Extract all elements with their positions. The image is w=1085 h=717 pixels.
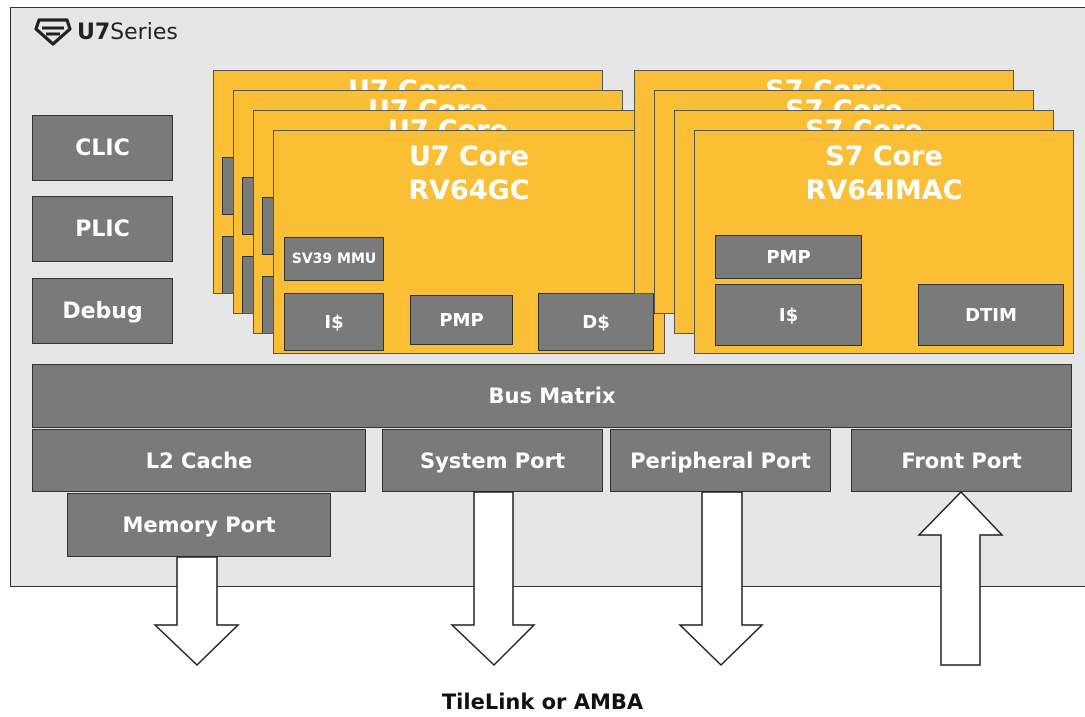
s7-core-title: S7 Core	[825, 141, 943, 172]
plic-block: PLIC	[32, 196, 173, 262]
l2-cache-block: L2 Cache	[32, 429, 366, 492]
front-port-up-arrow-icon	[917, 490, 1004, 666]
u7-core: U7 Core RV64GC SV39 MMU I$ PMP D$	[273, 130, 665, 354]
bus-matrix: Bus Matrix	[32, 364, 1072, 428]
sifive-logo-icon	[34, 18, 72, 46]
s7-core-isa: RV64IMAC	[805, 175, 963, 206]
logo-series: Series	[110, 19, 178, 45]
u7-mmu-block: SV39 MMU	[284, 237, 384, 281]
s7-dtim-block: DTIM	[918, 284, 1064, 346]
u7-core-title: U7 Core	[408, 141, 530, 172]
system-port-block: System Port	[382, 429, 603, 492]
peripheral-port-down-arrow-icon	[678, 491, 764, 667]
peripheral-port-block: Peripheral Port	[610, 429, 831, 492]
s7-icache-block: I$	[715, 284, 862, 346]
logo-brand: U7	[77, 19, 111, 45]
logo: U7Series	[33, 17, 178, 47]
u7-pmp-block: PMP	[410, 295, 513, 345]
memory-port-block: Memory Port	[67, 493, 331, 557]
clic-block: CLIC	[32, 115, 173, 181]
system-port-down-arrow-icon	[450, 491, 536, 667]
bus-protocol-caption: TileLink or AMBA	[441, 690, 644, 714]
u7-icache-block: I$	[284, 293, 384, 351]
u7-core-isa: RV64GC	[408, 175, 530, 206]
front-port-block: Front Port	[851, 429, 1072, 492]
u7-dcache-block: D$	[538, 293, 654, 351]
s7-core: S7 Core RV64IMAC PMP I$ DTIM	[694, 130, 1074, 354]
s7-pmp-block: PMP	[715, 235, 862, 279]
debug-block: Debug	[32, 278, 173, 344]
memory-port-down-arrow-icon	[153, 556, 240, 667]
